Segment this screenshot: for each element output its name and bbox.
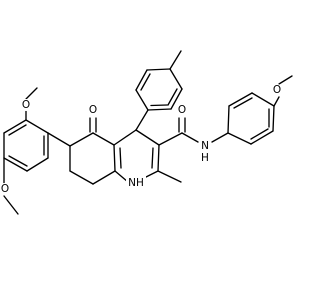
chemical-structure-drawing: O O N H NH O O O bbox=[0, 50, 293, 215]
bond bbox=[135, 129, 160, 146]
bond bbox=[169, 68, 183, 90]
ketone-oxygen-label: O bbox=[89, 104, 97, 116]
bond-skeleton bbox=[3, 50, 293, 215]
bond bbox=[181, 132, 199, 143]
amide-nitrogen-label: N bbox=[201, 140, 209, 152]
bond bbox=[114, 170, 129, 183]
bond bbox=[157, 170, 182, 183]
bond bbox=[3, 195, 19, 215]
bond bbox=[146, 68, 171, 71]
bond bbox=[8, 124, 27, 136]
bond bbox=[227, 132, 252, 145]
bond bbox=[113, 129, 137, 146]
bond bbox=[8, 155, 28, 167]
bond bbox=[250, 128, 269, 140]
bond bbox=[170, 88, 183, 110]
bond bbox=[135, 89, 149, 111]
bond bbox=[158, 132, 183, 146]
bond bbox=[227, 105, 230, 134]
amide-hydrogen-label: H bbox=[201, 152, 209, 164]
bond bbox=[26, 157, 49, 172]
bond bbox=[167, 88, 178, 106]
bond bbox=[113, 144, 116, 172]
bond bbox=[25, 119, 49, 134]
ring-nh-label: NH bbox=[128, 177, 144, 189]
bond bbox=[272, 105, 275, 132]
bond bbox=[92, 170, 116, 185]
bond bbox=[273, 96, 280, 107]
bond bbox=[233, 97, 253, 109]
bond bbox=[92, 132, 115, 146]
bond bbox=[157, 144, 160, 172]
bond bbox=[3, 119, 27, 134]
bond bbox=[211, 132, 229, 143]
bond bbox=[150, 104, 168, 107]
bond bbox=[251, 92, 275, 107]
bond bbox=[135, 109, 149, 131]
amide-oxygen-label: O bbox=[178, 104, 186, 116]
structure-canvas: O O N H NH O O O bbox=[0, 50, 293, 215]
bond bbox=[151, 147, 154, 169]
meta-methoxy-oxygen-label: O bbox=[22, 99, 30, 111]
atom-labels: O O N H NH O O O bbox=[0, 84, 283, 195]
bond bbox=[250, 130, 274, 145]
para-aryl-methoxy-oxygen-label: O bbox=[1, 183, 9, 195]
bond bbox=[140, 73, 151, 91]
bond bbox=[69, 132, 94, 147]
bond bbox=[119, 147, 122, 169]
bond bbox=[278, 75, 293, 85]
bond bbox=[228, 92, 253, 107]
bond bbox=[47, 132, 71, 147]
para-methoxy-oxygen-label: O bbox=[273, 84, 281, 96]
bond bbox=[3, 157, 28, 172]
bond bbox=[135, 69, 148, 91]
bond bbox=[169, 50, 182, 70]
bond bbox=[69, 170, 94, 185]
bond bbox=[25, 87, 38, 100]
bond bbox=[147, 108, 172, 111]
